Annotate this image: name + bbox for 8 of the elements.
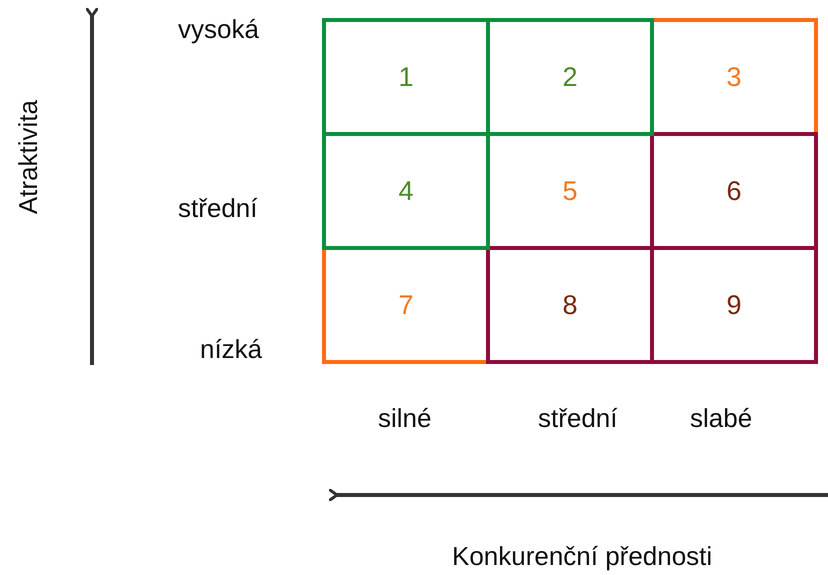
axis-title: Atraktivita [15, 100, 41, 214]
axis-tick-label: střední [178, 195, 258, 221]
axis-title: Konkurenční přednosti [452, 543, 712, 569]
axis-tick-label: silné [378, 405, 432, 431]
axis-tick-label: nízká [200, 336, 262, 362]
axis-tick-label: vysoká [178, 16, 259, 42]
axis-tick-label: střední [538, 405, 618, 431]
axis-tick-label: slabé [690, 405, 752, 431]
